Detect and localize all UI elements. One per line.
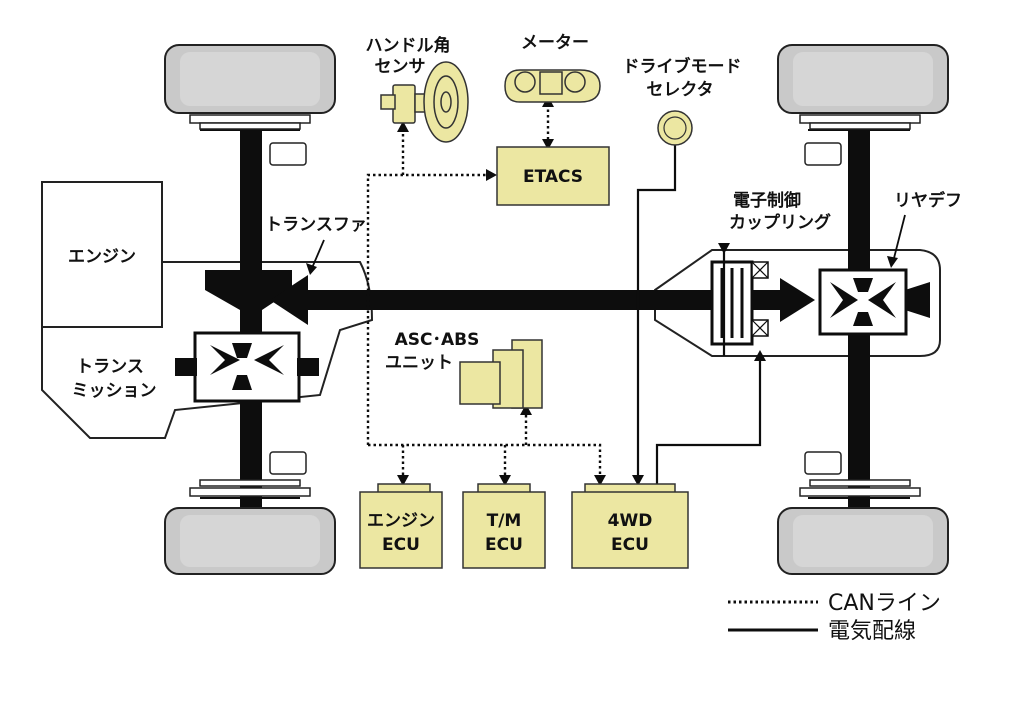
tm-ecu-label-2: ECU: [485, 535, 523, 555]
transfer-callout: トランスファ: [265, 215, 367, 275]
engine-label: エンジン: [68, 247, 136, 267]
drive-mode-label-1: ドライブモード: [623, 56, 742, 77]
propeller-shaft: [270, 275, 815, 325]
drive-mode-label-2: セレクタ: [646, 80, 713, 100]
electronic-coupling: [710, 260, 769, 346]
transfer-label: トランスファ: [265, 215, 367, 235]
asc-abs-unit: ASC･ABS ユニット: [385, 330, 543, 409]
transmission-label-1: トランス: [76, 357, 144, 377]
electric-wiring: [636, 145, 762, 486]
fourwd-ecu-label-1: 4WD: [608, 511, 653, 531]
fourwd-ecu: 4WD ECU: [571, 483, 689, 569]
steering-sensor-label-1: ハンドル角: [366, 35, 451, 56]
coupling-callout: 電子制御 カップリング: [718, 190, 831, 254]
tm-ecu-label-1: T/M: [487, 511, 522, 531]
tire-front-right: [777, 44, 949, 114]
tire-front-left: [164, 44, 336, 114]
legend-can-label: CANライン: [828, 591, 941, 616]
wiring-arrowheads: [632, 350, 766, 486]
tire-rear-left: [164, 507, 336, 575]
tire-rear-right: [777, 507, 949, 575]
fourwd-ecu-label-2: ECU: [611, 535, 649, 555]
steering-sensor-label-2: センサ: [375, 57, 426, 77]
rear-diff-callout: リヤデフ: [887, 190, 962, 268]
engine-ecu-label-2: ECU: [382, 535, 420, 555]
steering-angle-sensor: ハンドル角 センサ: [366, 35, 469, 143]
asc-abs-label-2: ユニット: [385, 353, 453, 373]
etacs-unit: ETACS: [496, 146, 610, 206]
legend: CANライン 電気配線: [728, 591, 941, 644]
engine-ecu-label-1: エンジン: [367, 511, 435, 531]
transfer-gear: [205, 270, 292, 310]
rear-diff-label: リヤデフ: [894, 190, 962, 211]
front-axle: [200, 120, 300, 520]
coupling-label-2: カップリング: [729, 212, 831, 233]
tm-ecu: T/M ECU: [462, 483, 546, 569]
engine-block: エンジン: [41, 181, 163, 328]
meter-label: メーター: [521, 33, 589, 53]
front-differential: [175, 331, 319, 403]
legend-wiring-label: 電気配線: [828, 619, 916, 644]
can-arrowheads: [397, 96, 606, 486]
transmission-label-2: ミッション: [72, 381, 157, 401]
meter: メーター: [504, 33, 601, 103]
hub-details: [189, 114, 921, 497]
can-lines: [366, 105, 602, 480]
drive-mode-selector: ドライブモード セレクタ: [623, 56, 742, 146]
asc-abs-label-1: ASC･ABS: [395, 330, 480, 350]
rear-differential: [818, 268, 930, 336]
engine-ecu: エンジン ECU: [359, 483, 443, 569]
coupling-label-1: 電子制御: [733, 190, 801, 211]
etacs-label: ETACS: [523, 167, 583, 187]
